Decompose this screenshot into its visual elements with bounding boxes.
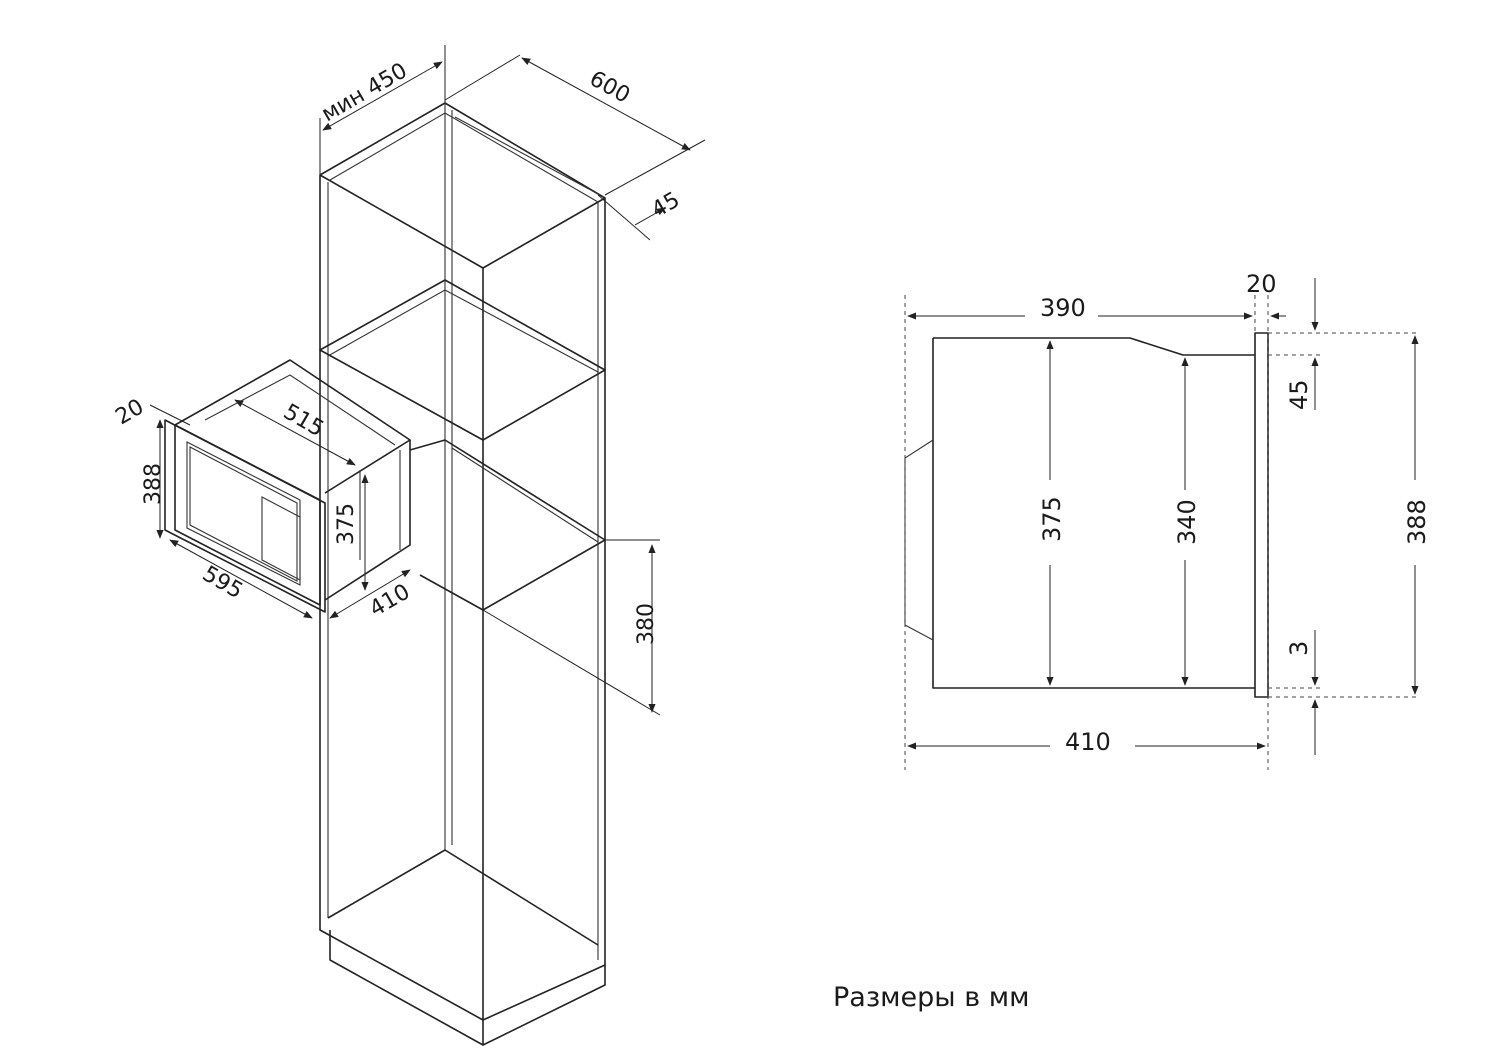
label-600: 600 <box>585 66 634 108</box>
cabinet-drawing <box>319 102 606 1046</box>
units-caption: Размеры в мм <box>833 982 1030 1013</box>
oven-drawing <box>164 359 411 613</box>
side-labels: 390 20 410 375 340 388 45 3 <box>1038 270 1431 756</box>
label-20-iso: 20 <box>112 395 149 431</box>
label-45-iso: 45 <box>648 188 685 224</box>
label-388-side: 388 <box>1403 499 1431 545</box>
label-390: 390 <box>1040 294 1086 322</box>
label-380: 380 <box>634 603 659 645</box>
side-view <box>904 295 1420 770</box>
side-dimensions <box>907 278 1419 755</box>
label-340: 340 <box>1173 499 1201 545</box>
label-min-450: мин 450 <box>318 58 412 127</box>
label-375-iso: 375 <box>334 503 359 545</box>
label-375-side: 375 <box>1038 496 1066 542</box>
label-45-side: 45 <box>1285 379 1313 410</box>
iso-dimensions <box>149 45 706 716</box>
label-3: 3 <box>1285 641 1313 656</box>
label-410-side: 410 <box>1065 728 1111 756</box>
label-20-side: 20 <box>1246 270 1277 298</box>
label-388-iso: 388 <box>141 463 166 505</box>
label-410-iso: 410 <box>366 580 415 623</box>
